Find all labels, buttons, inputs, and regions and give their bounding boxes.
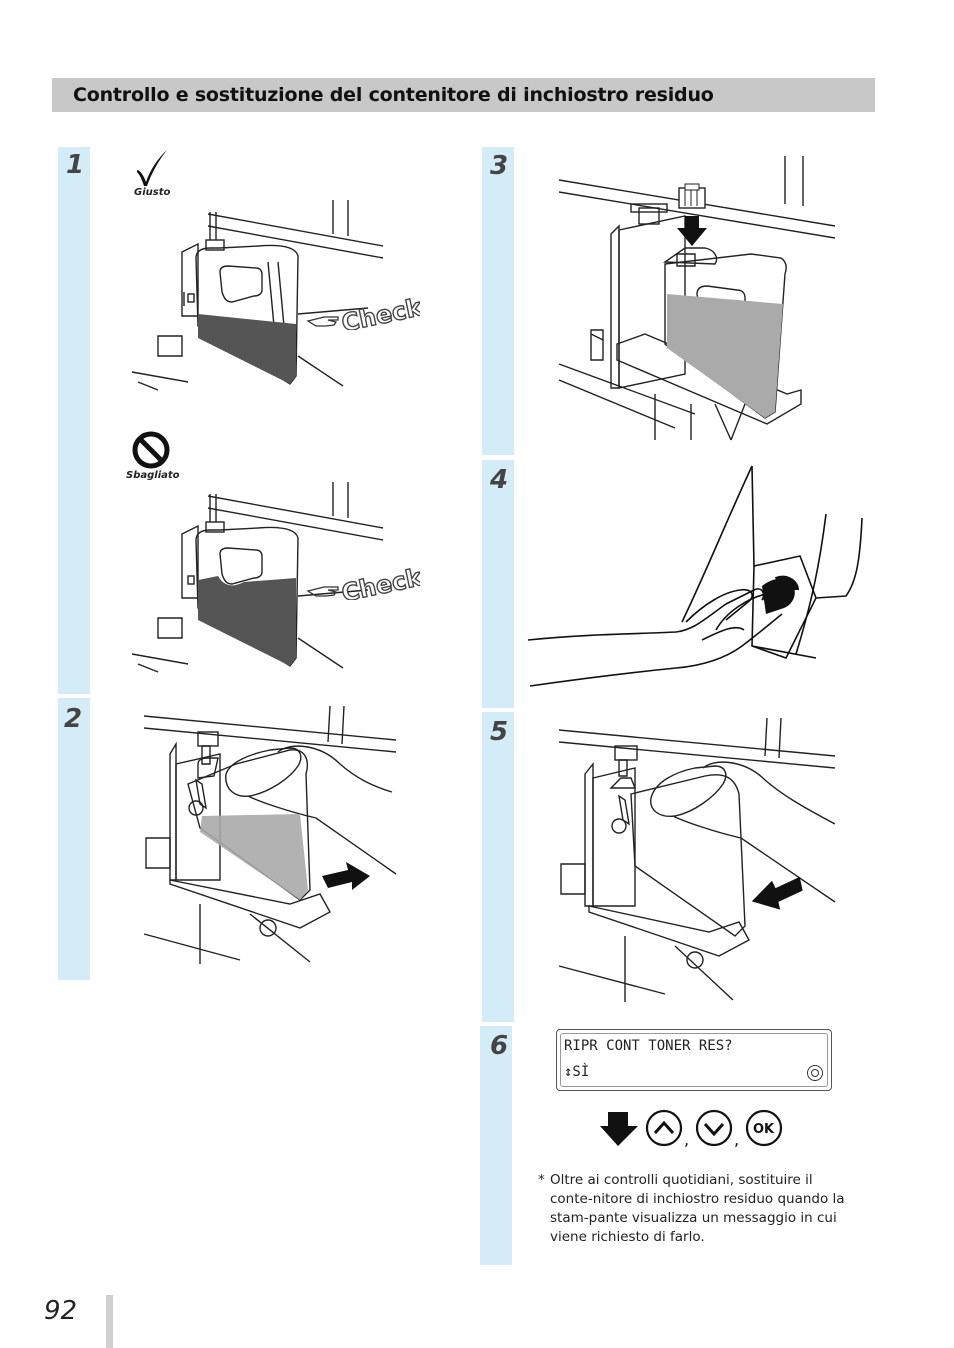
pointing-hand-icon [306, 582, 342, 600]
step-5-column [482, 712, 514, 1022]
footnote-text: Oltre ai controlli quotidiani, sostituir… [550, 1172, 845, 1245]
footnote: * Oltre ai controlli quotidiani, sostitu… [538, 1171, 858, 1247]
step-6-column [480, 1026, 512, 1265]
arrow-down-icon [600, 1112, 638, 1146]
checkmark-icon [134, 148, 170, 188]
key-separator: , [684, 1130, 689, 1149]
up-key-icon[interactable] [645, 1109, 683, 1147]
key-sequence-graphic: , , OK [600, 1109, 783, 1149]
cap-closing-illustration [555, 154, 845, 444]
down-key-icon[interactable] [695, 1109, 733, 1147]
page-number: 92 [44, 1296, 78, 1326]
section-title: Controllo e sostituzione del contenitore… [73, 84, 714, 106]
tank-wrong-illustration [128, 478, 428, 678]
step-number-5: 5 [490, 717, 509, 747]
step-number-2: 2 [64, 704, 83, 734]
tank-correct-illustration [128, 196, 428, 396]
correct-label: Giusto [134, 187, 171, 198]
check-graphic: Check! [338, 290, 420, 330]
lcd-display: RIPR CONT TONER RES? ↕SÌ [556, 1029, 832, 1091]
footnote-marker: * [538, 1172, 545, 1188]
page-number-bar [106, 1295, 113, 1348]
step-number-3: 3 [490, 151, 509, 181]
wrong-label: Sbagliato [126, 470, 180, 481]
tank-insertion-illustration [555, 716, 845, 1006]
pointing-hand-icon [306, 312, 342, 330]
lcd-line-1: RIPR CONT TONER RES? [564, 1038, 733, 1054]
check-text: Check! [339, 561, 420, 600]
step-3-column [482, 147, 514, 455]
step-number-6: 6 [490, 1031, 509, 1061]
ok-indicator-icon [807, 1065, 823, 1081]
prohibited-icon [131, 430, 171, 470]
lcd-screen [560, 1033, 828, 1087]
step-number-4: 4 [490, 465, 509, 495]
section-title-bar: Controllo e sostituzione del contenitore… [52, 78, 875, 112]
check-graphic: Check! [338, 560, 420, 600]
step-1-column [58, 147, 90, 694]
wiping-hand-illustration [526, 462, 866, 694]
lcd-line-2: ↕SÌ [564, 1064, 590, 1080]
step-4-column [482, 460, 514, 708]
step-number-1: 1 [66, 150, 85, 180]
step-2-column [58, 698, 90, 980]
key-sequence: , , OK [600, 1106, 800, 1150]
key-separator: , [734, 1130, 739, 1149]
tank-removal-illustration [140, 704, 410, 964]
check-text: Check! [339, 291, 420, 330]
ok-key-icon[interactable]: OK [745, 1109, 783, 1147]
ok-key-label: OK [753, 1122, 775, 1137]
